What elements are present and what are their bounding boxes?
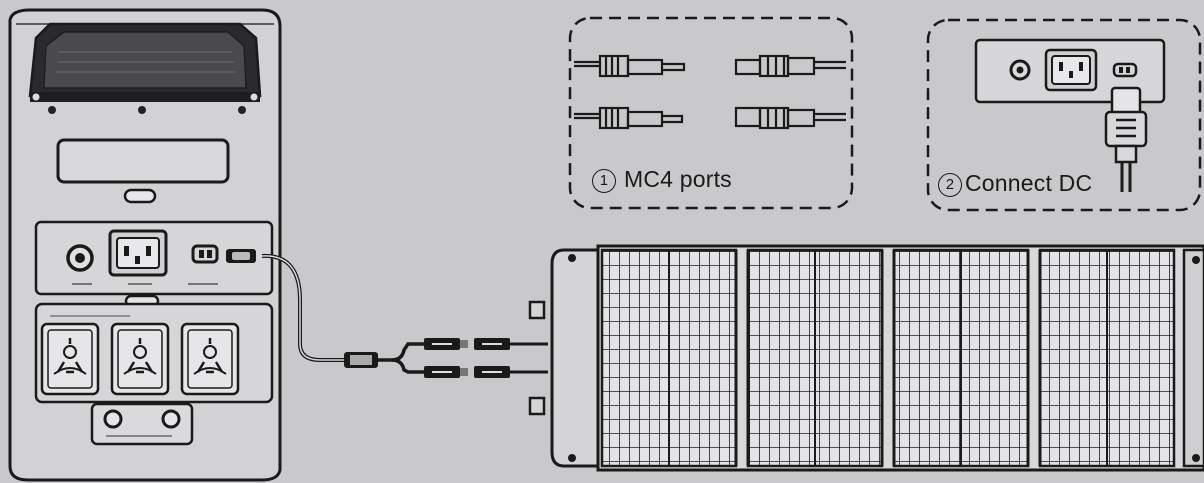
- display-screen: [56, 138, 230, 184]
- port-panel: [34, 220, 274, 296]
- power-button: [123, 188, 157, 204]
- ac-outlet-icon: [110, 322, 170, 396]
- ac-outlet-icon: [180, 322, 240, 396]
- dc-output-panel: [90, 402, 194, 446]
- charging-cable: [226, 249, 548, 378]
- callout-connect-dc: [926, 18, 1202, 212]
- power-station: [8, 8, 282, 482]
- dc-input-port-icon: [191, 244, 219, 264]
- callout-mc4-ports: [568, 16, 854, 210]
- callout-label-mc4: 1 MC4 ports: [592, 166, 732, 193]
- connect-dc-label: Connect DC: [965, 170, 1093, 196]
- ac-outlet-panel: [34, 294, 274, 404]
- mc4-connector-icon: [574, 54, 846, 130]
- solar-panel-icon: [528, 244, 1204, 472]
- ac-inlet-icon: [1044, 48, 1098, 92]
- step-number-2: 2: [938, 173, 962, 197]
- ac-inlet-icon: [108, 229, 168, 277]
- mc4-ports-label: MC4 ports: [624, 166, 732, 192]
- solar-cells: [600, 248, 1176, 468]
- ac-outlet-icon: [40, 322, 100, 396]
- mc4-connector-icon: [424, 338, 548, 378]
- step-number-1: 1: [592, 169, 616, 193]
- handle: [28, 22, 262, 114]
- dc-plug-icon: [1104, 86, 1148, 192]
